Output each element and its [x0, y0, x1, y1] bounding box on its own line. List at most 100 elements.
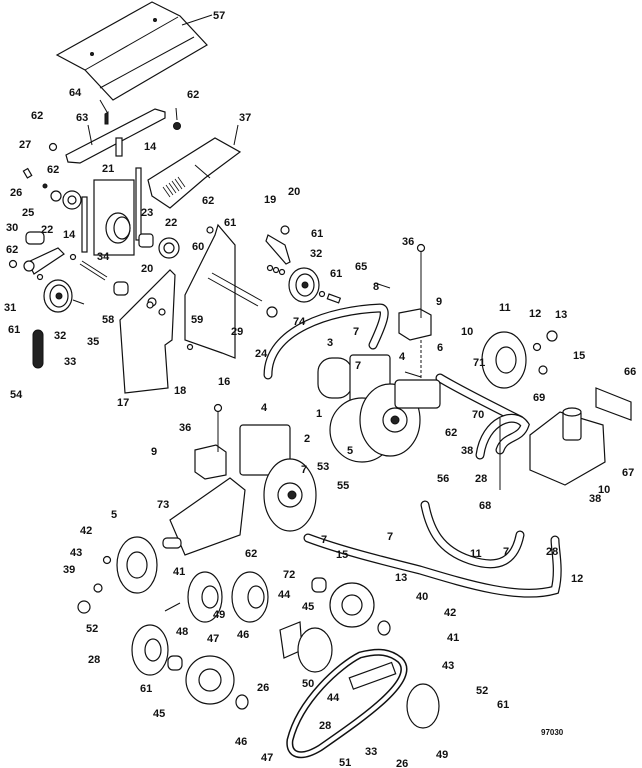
callout: 12 — [529, 308, 541, 320]
callout: 34 — [97, 251, 110, 263]
callout: 13 — [555, 309, 567, 321]
callout: 7 — [353, 326, 359, 338]
callout: 59 — [191, 314, 203, 326]
callout: 63 — [76, 112, 88, 124]
callout: 5 — [111, 509, 117, 521]
callout: 57 — [213, 10, 225, 22]
callout: 58 — [102, 314, 114, 326]
bracket-part — [65, 108, 166, 164]
callout: 10 — [598, 484, 610, 496]
callout: 26 — [257, 682, 269, 694]
callout: 15 — [336, 549, 348, 561]
callout: 20 — [288, 186, 300, 198]
callout: 46 — [237, 629, 249, 641]
callout: 27 — [19, 139, 31, 151]
callout: 5 — [347, 445, 353, 457]
callout: 24 — [255, 348, 268, 360]
callout: 62 — [6, 244, 18, 256]
callout: 72 — [283, 569, 295, 581]
callout: 31 — [4, 302, 16, 314]
callout: 47 — [261, 752, 273, 764]
callout: 4 — [261, 402, 268, 414]
callout: 26 — [10, 187, 22, 199]
callout: 45 — [302, 601, 314, 613]
callout: 61 — [330, 268, 342, 280]
callout: 64 — [69, 87, 82, 99]
callout: 62 — [187, 89, 199, 101]
callout: 47 — [207, 633, 219, 645]
callout: 28 — [546, 546, 558, 558]
callout: 35 — [87, 336, 99, 348]
callout: 28 — [319, 720, 331, 732]
callout: 48 — [176, 626, 188, 638]
callout: 36 — [402, 236, 414, 248]
callout: 7 — [355, 360, 361, 372]
callout: 22 — [41, 224, 53, 236]
callout: 37 — [239, 112, 251, 124]
callout: 1 — [316, 408, 322, 420]
callout: 33 — [64, 356, 76, 368]
callout: 36 — [179, 422, 191, 434]
shield-part — [147, 137, 242, 209]
callout: 3 — [327, 337, 333, 349]
callout: 2 — [304, 433, 310, 445]
callout: 28 — [475, 473, 487, 485]
callout: 62 — [47, 164, 59, 176]
callout: 52 — [86, 623, 98, 635]
callout: 15 — [573, 350, 585, 362]
callout: 9 — [151, 446, 157, 458]
top-cover-part — [55, 1, 208, 101]
callout: 46 — [235, 736, 247, 748]
callout: 14 — [144, 141, 157, 153]
callout: 26 — [396, 758, 408, 768]
callout: 11 — [499, 302, 511, 314]
hose-lines — [263, 303, 562, 598]
callout: 16 — [218, 376, 230, 388]
callout: 41 — [173, 566, 185, 578]
callout: 62 — [31, 110, 43, 122]
callout: 61 — [140, 683, 152, 695]
pump-right — [317, 354, 441, 463]
callout: 62 — [245, 548, 257, 560]
side-plates — [119, 223, 278, 394]
callout: 61 — [8, 324, 20, 336]
leader-lines — [87, 14, 422, 378]
callout: 49 — [436, 749, 448, 761]
callout: 7 — [503, 546, 509, 558]
callout: 43 — [70, 547, 82, 559]
callout: 7 — [321, 534, 327, 546]
callout: 52 — [476, 685, 488, 697]
callout: 13 — [395, 572, 407, 584]
drive-belt — [286, 648, 440, 759]
callout: 41 — [447, 632, 459, 644]
callout: 61 — [497, 699, 509, 711]
callout: 53 — [317, 461, 329, 473]
callout: 42 — [444, 607, 456, 619]
callout: 45 — [153, 708, 165, 720]
callout: 69 — [533, 392, 545, 404]
pulleys — [131, 571, 333, 676]
cooling-fans — [185, 582, 391, 710]
callout: 19 — [264, 194, 276, 206]
callout: 56 — [437, 473, 449, 485]
callout: 21 — [102, 163, 114, 175]
callout: 55 — [337, 480, 349, 492]
callout-labels: 57 64 62 62 63 37 27 62 21 14 26 25 22 1… — [4, 10, 636, 768]
nut-part — [173, 122, 181, 130]
callout: 42 — [80, 525, 92, 537]
callout: 65 — [355, 261, 367, 273]
callout: 9 — [436, 296, 442, 308]
mounting-block — [398, 243, 432, 400]
callout: 25 — [22, 207, 34, 219]
callout: 51 — [339, 757, 351, 768]
callout: 61 — [224, 217, 236, 229]
callout: 70 — [472, 409, 484, 421]
reservoir-tank — [529, 387, 632, 486]
callout: 30 — [6, 222, 18, 234]
callout: 20 — [141, 263, 153, 275]
callout: 11 — [470, 548, 482, 560]
drawing-number: 97030 — [541, 728, 564, 737]
callout: 4 — [399, 351, 406, 363]
callout: 6 — [437, 342, 443, 354]
callout: 14 — [63, 229, 76, 241]
